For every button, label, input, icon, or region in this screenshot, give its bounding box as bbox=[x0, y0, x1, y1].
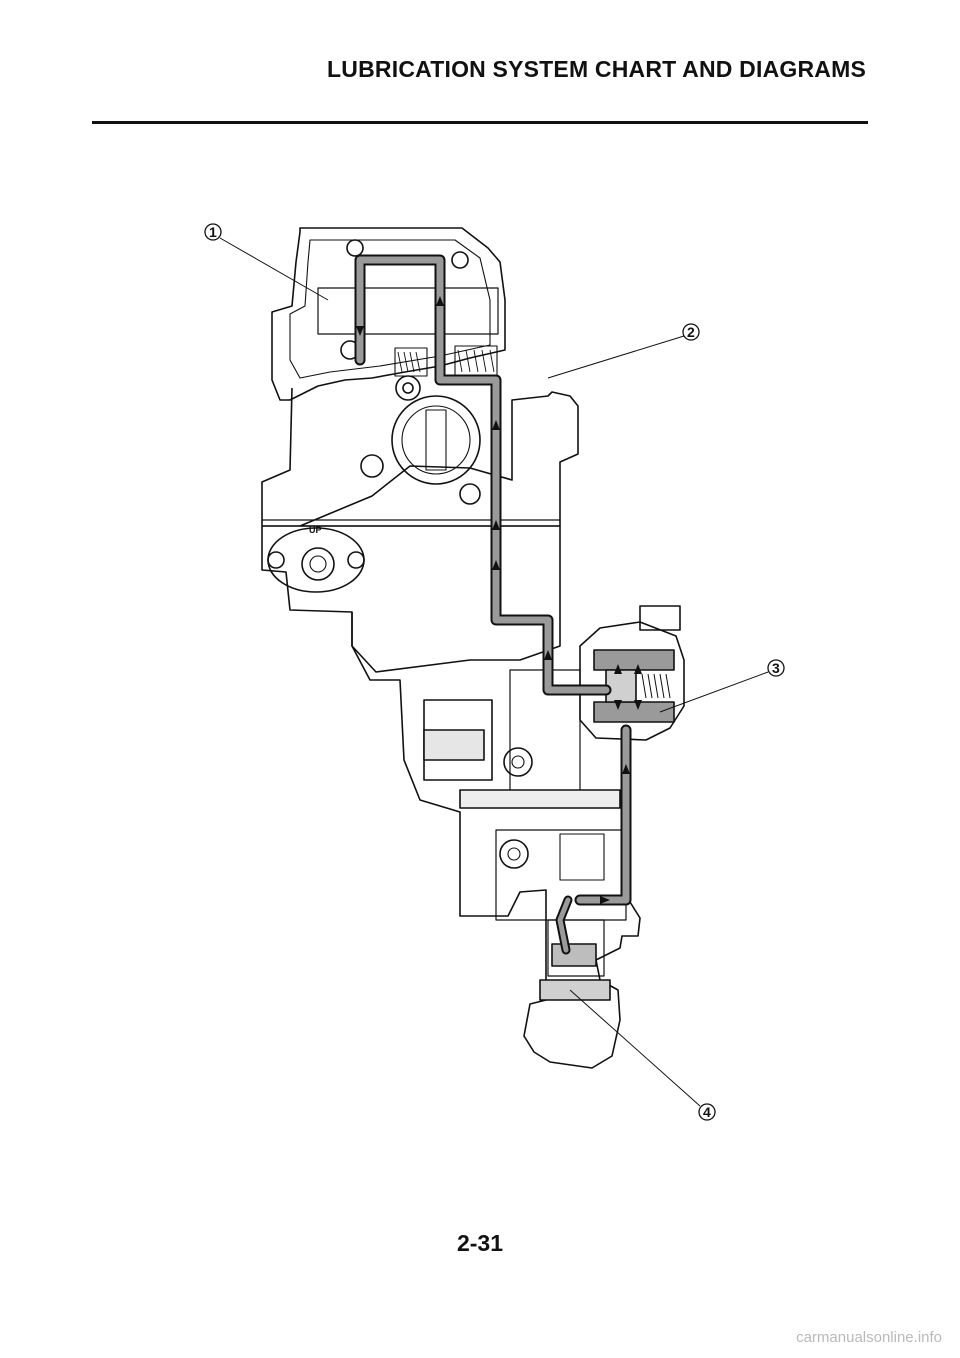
leader-3 bbox=[659, 671, 769, 713]
valve-spring-coils bbox=[397, 349, 495, 373]
svg-text:4: 4 bbox=[703, 1104, 711, 1120]
flow-arrow bbox=[492, 560, 500, 570]
oil-plug-flange bbox=[267, 527, 365, 593]
callout-4: 4 bbox=[698, 1103, 716, 1121]
head-cover-outline bbox=[271, 227, 506, 401]
flow-arrow bbox=[492, 420, 500, 430]
clutch-boss bbox=[559, 833, 605, 881]
head-block-joint bbox=[262, 519, 560, 527]
oil-pump-rotor bbox=[551, 943, 597, 967]
flow-arrow bbox=[634, 664, 642, 674]
flow-arrows bbox=[356, 296, 642, 904]
oil-passages bbox=[354, 254, 632, 955]
leader-4 bbox=[569, 989, 701, 1107]
svg-text:2: 2 bbox=[687, 324, 695, 340]
throttle-plate bbox=[425, 409, 447, 471]
bearing-mid-inner bbox=[511, 755, 525, 769]
cam-journal-right bbox=[451, 251, 469, 269]
bolt-upper bbox=[395, 375, 421, 401]
callout-3: 3 bbox=[767, 659, 785, 677]
crankcase-upper bbox=[261, 526, 561, 673]
oil-strainer bbox=[539, 979, 611, 1001]
bearing-low bbox=[499, 839, 529, 869]
filter-spring bbox=[641, 673, 671, 699]
oil-plug-ear-left bbox=[267, 551, 285, 569]
svg-text:1: 1 bbox=[209, 224, 217, 240]
page-title: LUBRICATION SYSTEM CHART AND DIAGRAMS bbox=[327, 56, 866, 82]
flow-arrow bbox=[622, 764, 630, 774]
main-shaft bbox=[459, 789, 621, 809]
header-rule bbox=[92, 121, 868, 124]
filter-core bbox=[605, 669, 637, 703]
up-marking: UP bbox=[309, 525, 322, 535]
leader-1 bbox=[219, 237, 329, 301]
flow-arrow bbox=[614, 664, 622, 674]
cylinder-block bbox=[261, 387, 579, 527]
oil-pump-body bbox=[547, 919, 605, 977]
oil-plug-bolt-inner bbox=[309, 555, 327, 573]
crankcase-lower bbox=[351, 612, 641, 1069]
page-number: 2-31 bbox=[456, 1230, 504, 1256]
flow-arrow bbox=[634, 700, 642, 710]
filter-cap bbox=[639, 605, 681, 631]
bolt-small bbox=[360, 454, 384, 478]
bearing-low-inner bbox=[507, 847, 521, 861]
filter-element-upper bbox=[593, 649, 675, 671]
oil-plug-bolt bbox=[301, 547, 335, 581]
head-cover-inner bbox=[289, 239, 491, 379]
bearing-mid bbox=[503, 747, 533, 777]
flow-arrow bbox=[614, 700, 622, 710]
flow-arrow bbox=[600, 896, 610, 904]
watermark: carmanualsonline.info bbox=[796, 1329, 942, 1346]
callout-leaders bbox=[219, 237, 769, 1107]
cam-housing bbox=[317, 287, 499, 335]
filter-housing bbox=[579, 621, 685, 741]
flow-arrow bbox=[356, 326, 364, 336]
throttle-bore-inner bbox=[401, 405, 471, 475]
svg-text:3: 3 bbox=[772, 660, 780, 676]
leader-2 bbox=[547, 335, 685, 379]
shaft bbox=[423, 729, 485, 761]
flow-arrow bbox=[436, 296, 444, 306]
throttle-bore bbox=[391, 395, 481, 485]
bolt-mid bbox=[459, 483, 481, 505]
flow-arrow bbox=[492, 520, 500, 530]
filter-element-lower bbox=[593, 701, 675, 723]
callout-1: 1 bbox=[204, 223, 222, 241]
cam-journal-left bbox=[346, 239, 364, 257]
callout-2: 2 bbox=[682, 323, 700, 341]
bolt-upper-inner bbox=[402, 382, 414, 394]
flow-arrow bbox=[544, 650, 552, 660]
oil-plug-ear-right bbox=[347, 551, 365, 569]
